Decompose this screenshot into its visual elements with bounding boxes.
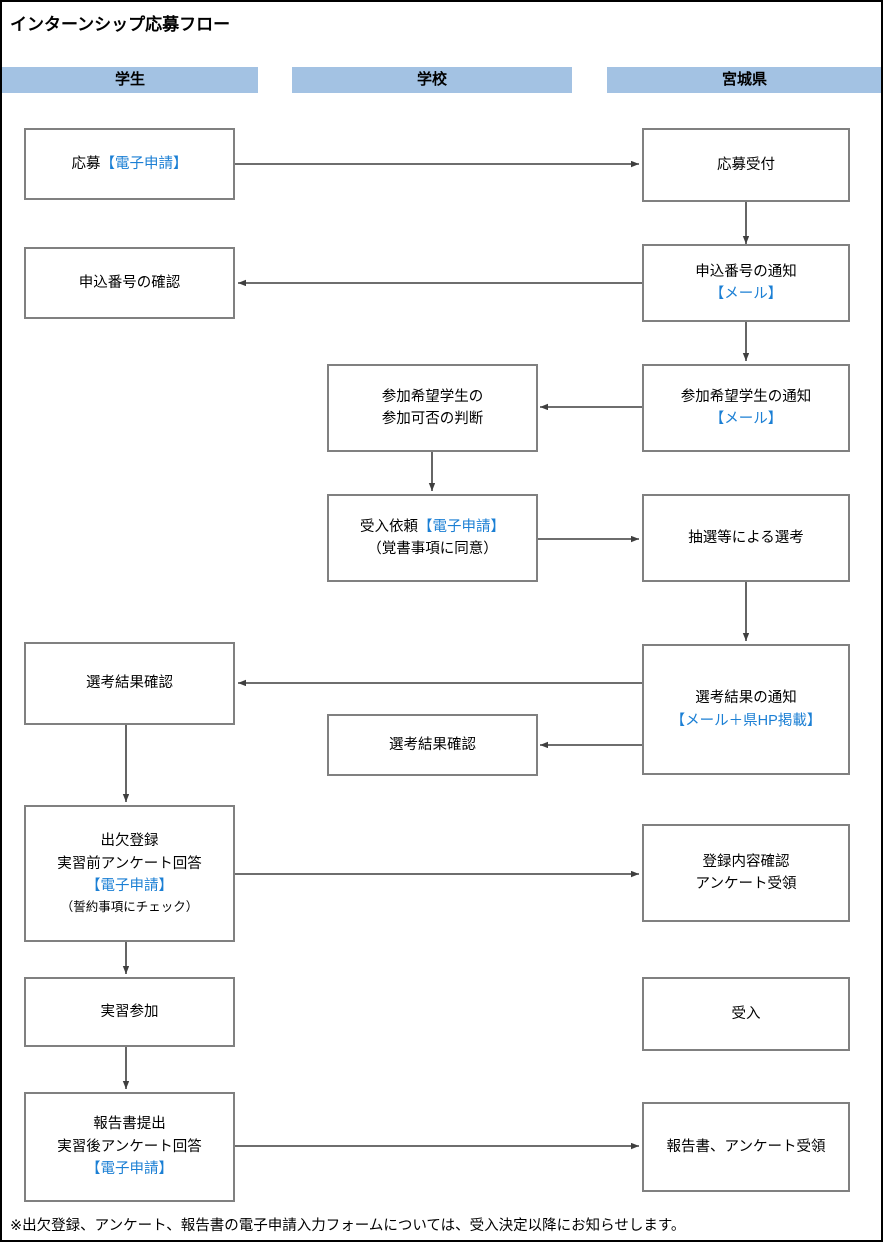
- node-notify-students[interactable]: 参加希望学生の通知 【メール】: [642, 364, 850, 452]
- node-attendance-line2: 実習前アンケート回答: [57, 855, 202, 872]
- node-student-result[interactable]: 選考結果確認: [24, 642, 235, 725]
- node-apply-receipt[interactable]: 応募受付: [642, 128, 850, 202]
- node-school-result[interactable]: 選考結果確認: [327, 714, 538, 776]
- node-school-judge-line2: 参加可否の判断: [381, 411, 484, 427]
- node-accept-text: 受入: [731, 1005, 761, 1022]
- node-lottery-text: 抽選等による選考: [688, 529, 804, 546]
- node-confirm-registration-line1: 登録内容確認: [702, 853, 790, 870]
- node-school-result-text: 選考結果確認: [389, 736, 476, 753]
- node-notify-result[interactable]: 選考結果の通知 【メール＋県HP掲載】: [642, 644, 850, 775]
- node-attendance-line1: 出欠登録: [100, 833, 159, 850]
- node-lottery[interactable]: 抽選等による選考: [642, 494, 850, 582]
- node-attendance-line4: （誓約事項にチェック）: [60, 899, 199, 914]
- node-notify-number-line1: 申込番号の通知: [695, 263, 797, 280]
- page-title: インターンシップ応募フロー: [10, 15, 231, 34]
- node-school-judge-line1: 参加希望学生の: [381, 388, 484, 405]
- node-accept-request-line1: 受入依頼【電子申請】: [360, 518, 505, 535]
- node-submit-report-line2: 実習後アンケート回答: [57, 1138, 202, 1155]
- node-notify-students-line1: 参加希望学生の通知: [680, 388, 812, 405]
- node-submit-report-line3: 【電子申請】: [86, 1161, 173, 1178]
- lane-header-school: 学校: [292, 67, 572, 93]
- node-submit-report-line1: 報告書提出: [93, 1116, 166, 1133]
- node-notify-students-line2: 【メール】: [709, 411, 783, 427]
- node-submit-report[interactable]: 報告書提出 実習後アンケート回答 【電子申請】: [24, 1092, 235, 1202]
- node-notify-number[interactable]: 申込番号の通知 【メール】: [642, 244, 850, 322]
- node-apply[interactable]: 応募【電子申請】: [24, 128, 235, 200]
- node-join-training-text: 実習参加: [100, 1003, 159, 1020]
- node-confirm-registration[interactable]: 登録内容確認 アンケート受領: [642, 824, 850, 922]
- node-accept-request-line2: （覚書事項に同意）: [367, 541, 498, 557]
- node-receive-report[interactable]: 報告書、アンケート受領: [642, 1102, 850, 1192]
- node-check-number-text: 申込番号の確認: [78, 274, 181, 291]
- footer-note: ※出欠登録、アンケート、報告書の電子申請入力フォームについては、受入決定以降にお…: [10, 1218, 686, 1234]
- node-school-judge[interactable]: 参加希望学生の 参加可否の判断: [327, 364, 538, 452]
- node-check-number[interactable]: 申込番号の確認: [24, 247, 235, 319]
- node-apply-text: 応募【電子申請】: [71, 155, 188, 172]
- node-notify-result-line1: 選考結果の通知: [695, 690, 797, 707]
- node-apply-receipt-text: 応募受付: [717, 156, 775, 173]
- node-notify-result-line2: 【メール＋県HP掲載】: [670, 712, 822, 729]
- node-join-training[interactable]: 実習参加: [24, 977, 235, 1047]
- node-student-result-text: 選考結果確認: [86, 675, 173, 692]
- node-receive-report-text: 報告書、アンケート受領: [666, 1138, 826, 1155]
- node-accept-request[interactable]: 受入依頼【電子申請】 （覚書事項に同意）: [327, 494, 538, 582]
- node-notify-number-line2: 【メール】: [709, 286, 783, 302]
- node-confirm-registration-line2: アンケート受領: [695, 876, 797, 892]
- node-attendance-line3: 【電子申請】: [86, 878, 173, 895]
- lane-header-prefecture: 宮城県: [607, 67, 881, 93]
- lane-header-student: 学生: [2, 67, 258, 93]
- node-attendance[interactable]: 出欠登録 実習前アンケート回答 【電子申請】 （誓約事項にチェック）: [24, 805, 235, 942]
- node-accept[interactable]: 受入: [642, 977, 850, 1051]
